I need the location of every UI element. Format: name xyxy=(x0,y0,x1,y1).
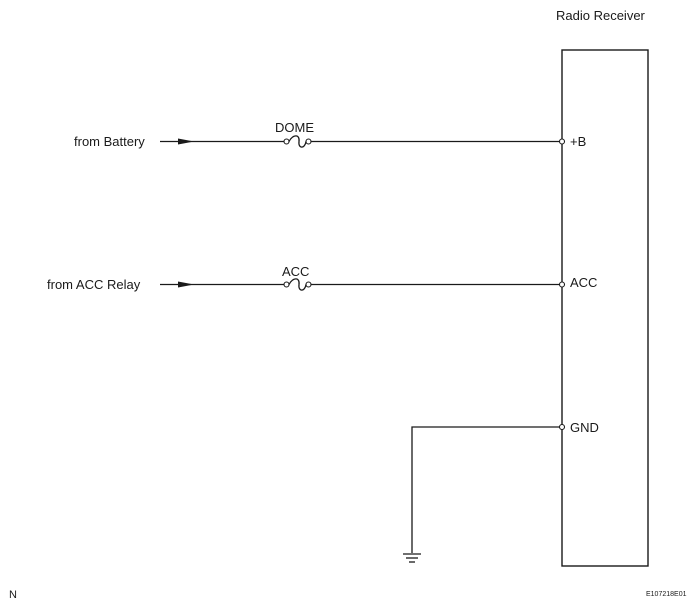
source-label-acc-relay: from ACC Relay xyxy=(47,277,141,292)
ground-symbol-icon xyxy=(403,553,421,563)
footer-left-mark: N xyxy=(9,589,17,601)
terminal-label-gnd: GND xyxy=(570,420,599,435)
pin-acc xyxy=(558,281,566,288)
terminal-label-acc: ACC xyxy=(570,275,597,290)
component-title: Radio Receiver xyxy=(556,8,646,23)
radio-receiver-box xyxy=(561,49,649,567)
fuse-label-acc: ACC xyxy=(282,264,309,279)
fuse-acc-symbol xyxy=(283,278,312,291)
pin-plus-b xyxy=(558,138,566,145)
circuit-acc-relay: from ACC Relay ACC ACC xyxy=(47,264,597,292)
figure-code: E107218E01 xyxy=(646,591,687,598)
pin-gnd xyxy=(558,423,566,431)
circuit-ground: GND xyxy=(403,420,599,563)
terminal-label-plus-b: +B xyxy=(570,134,586,149)
source-label-battery: from Battery xyxy=(74,134,145,149)
circuit-battery: from Battery DOME +B xyxy=(74,120,586,149)
fuse-dome-symbol xyxy=(283,135,312,148)
fuse-label-dome: DOME xyxy=(275,120,314,135)
